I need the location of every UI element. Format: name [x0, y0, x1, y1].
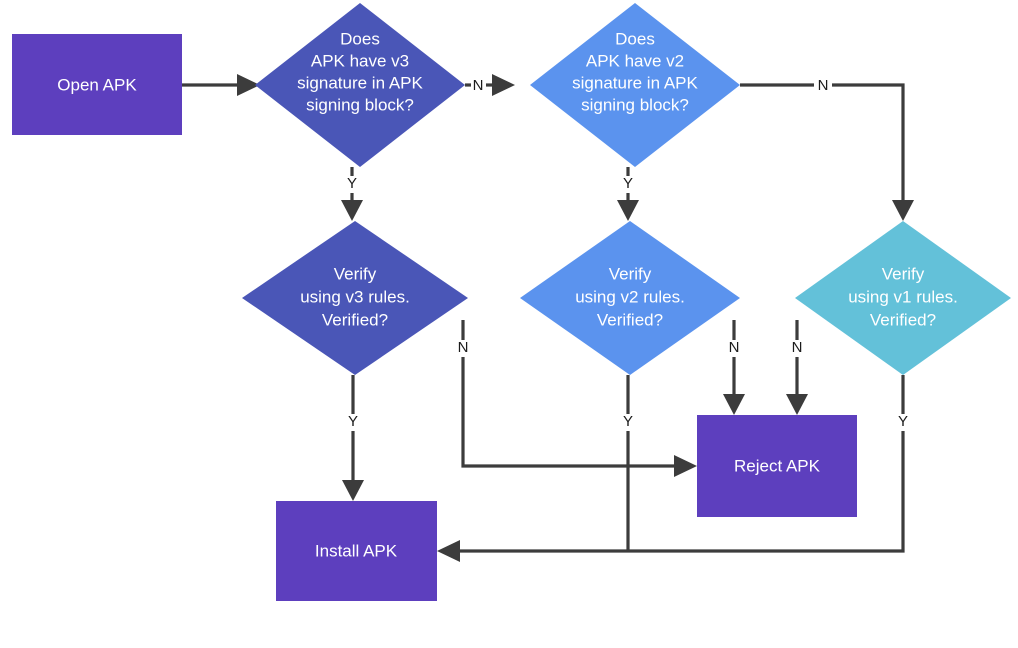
reject-apk-box[interactable]	[697, 415, 857, 517]
edge-label-verify-v1-yes: Y	[898, 413, 908, 430]
edge-layer: N Y N Y	[182, 74, 914, 562]
edge-line	[832, 83, 905, 200]
edge-label-v3-yes: Y	[347, 175, 357, 192]
arrow-head-icon	[723, 394, 745, 415]
edge-verify-v3-no-to-reject-apk: N	[458, 320, 697, 477]
edge-verify-v1-yes-to-install-apk: Y	[437, 375, 908, 562]
edge-label-v3-no: N	[473, 77, 484, 94]
node-verify-v1-rules[interactable]: Verify using v1 rules. Verified?	[795, 221, 1011, 375]
edge-verify-v2-no-to-reject-apk: N	[723, 320, 745, 415]
edge-open-apk-to-has-v3	[182, 74, 260, 96]
arrow-head-icon	[786, 394, 808, 415]
edge-label-verify-v2-yes: Y	[623, 413, 633, 430]
has-v3-diamond[interactable]	[255, 3, 465, 167]
edge-label-v2-yes: Y	[623, 175, 633, 192]
edge-has-v3-no-to-has-v2: N	[465, 74, 515, 96]
edge-has-v2-no-to-verify-v1: N	[740, 77, 914, 221]
node-has-v2-signature[interactable]: Does APK have v2 signature in APK signin…	[530, 3, 740, 167]
arrow-head-icon	[437, 540, 460, 562]
edge-verify-v2-yes-to-install-apk: Y	[623, 375, 633, 551]
edge-verify-v3-yes-to-install-apk: Y	[342, 375, 364, 501]
edge-label-verify-v3-no: N	[458, 339, 469, 356]
node-verify-v2-rules[interactable]: Verify using v2 rules. Verified?	[520, 221, 740, 375]
arrow-head-icon	[341, 200, 363, 221]
edge-line	[461, 357, 674, 468]
node-reject-apk[interactable]: Reject APK	[697, 415, 857, 517]
arrow-head-icon	[674, 455, 697, 477]
arrow-head-icon	[342, 480, 364, 501]
node-install-apk[interactable]: Install APK	[276, 501, 437, 601]
arrow-head-icon	[892, 200, 914, 221]
edge-has-v3-yes-to-verify-v3: Y	[341, 167, 363, 221]
node-verify-v3-rules[interactable]: Verify using v3 rules. Verified?	[242, 221, 468, 375]
edge-label-verify-v3-yes: Y	[348, 413, 358, 430]
arrow-head-icon	[492, 74, 515, 96]
edge-has-v2-yes-to-verify-v2: Y	[617, 167, 639, 221]
install-apk-box[interactable]	[276, 501, 437, 601]
node-open-apk[interactable]: Open APK	[12, 34, 182, 135]
edge-label-v2-no: N	[818, 77, 829, 94]
edge-verify-v1-no-to-reject-apk: N	[786, 320, 808, 415]
verify-v1-diamond[interactable]	[795, 221, 1011, 375]
node-layer: Open APK Does APK have v3 signature in A…	[12, 3, 1011, 601]
edge-line	[460, 431, 905, 553]
node-has-v3-signature[interactable]: Does APK have v3 signature in APK signin…	[255, 3, 465, 167]
open-apk-box[interactable]	[12, 34, 182, 135]
arrow-head-icon	[617, 200, 639, 221]
edge-label-verify-v1-no: N	[792, 339, 803, 356]
arrow-head-icon	[237, 74, 260, 96]
has-v2-diamond[interactable]	[530, 3, 740, 167]
verify-v2-diamond[interactable]	[520, 221, 740, 375]
verify-v3-diamond[interactable]	[242, 221, 468, 375]
edge-label-verify-v2-no: N	[729, 339, 740, 356]
